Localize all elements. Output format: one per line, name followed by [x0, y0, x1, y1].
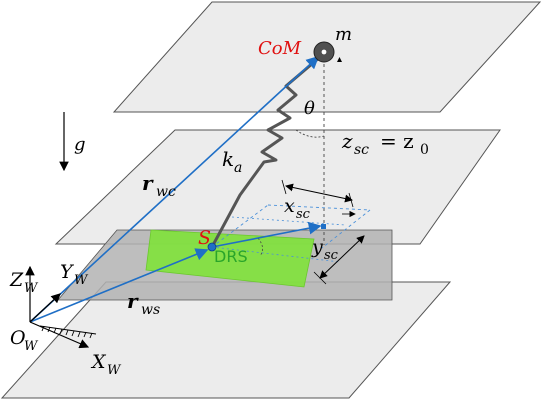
- com-mass-indicator: [337, 57, 342, 62]
- world-x-axis: [29, 321, 90, 349]
- svg-text:a: a: [234, 160, 242, 176]
- svg-text:X: X: [90, 351, 107, 373]
- o-w-label: O W: [10, 327, 39, 354]
- x-sc-tick-left: [281, 179, 287, 195]
- drs-label: DRS: [214, 247, 248, 266]
- com-mass-dot: [321, 49, 327, 55]
- world-y-axis: [29, 293, 61, 323]
- y-w-label: Y W: [60, 261, 89, 288]
- svg-text:r: r: [127, 289, 139, 313]
- svg-text:r: r: [142, 171, 154, 195]
- y-sc-label: y sc: [311, 236, 339, 263]
- svg-text:sc: sc: [296, 207, 311, 222]
- x-sc-tick-right: [348, 192, 354, 208]
- spring-leg: [210, 50, 327, 248]
- svg-text:k: k: [222, 147, 234, 171]
- svg-text:x: x: [284, 195, 295, 217]
- svg-text:Z: Z: [9, 269, 24, 291]
- r-wc-vector: [29, 55, 320, 323]
- svg-text:O: O: [10, 327, 26, 349]
- s-point-marker: [207, 242, 217, 252]
- drs-tip-marker: [321, 224, 326, 229]
- x-w-label: X W: [90, 351, 122, 378]
- svg-text:z: z: [341, 129, 353, 153]
- drs-arc: [257, 237, 263, 257]
- gravity-label: g: [74, 134, 86, 155]
- svg-text:sc: sc: [354, 142, 369, 158]
- svg-text:W: W: [107, 363, 122, 378]
- svg-text:sc: sc: [324, 248, 339, 263]
- svg-text:W: W: [24, 281, 39, 296]
- drs-vector: [211, 221, 322, 248]
- ground-hatch: [39, 325, 97, 339]
- drs-plate: [145, 229, 315, 288]
- x-sc-dimension: [285, 183, 353, 203]
- r-ws-vector: [29, 248, 209, 323]
- y-sc-dimension: [319, 235, 365, 279]
- com-label: CoM: [258, 38, 302, 59]
- svg-text:W: W: [74, 273, 89, 288]
- svg-text:ws: ws: [141, 302, 160, 318]
- y-sc-tick: [313, 271, 327, 285]
- r-ws-label: r ws: [127, 289, 160, 318]
- svg-text:0: 0: [420, 142, 429, 158]
- svg-text:Y: Y: [60, 261, 75, 283]
- svg-text:y: y: [311, 236, 323, 258]
- ka-label: k a: [222, 147, 242, 176]
- z-sc-equation: z sc = z 0: [341, 129, 429, 158]
- middle-plane: [54, 129, 501, 245]
- sc-frame-dashed-4: [231, 216, 346, 226]
- theta-label: θ: [304, 98, 315, 119]
- svg-text:= z: = z: [380, 129, 414, 153]
- s-point-label: S: [198, 227, 211, 249]
- z-w-label: Z W: [9, 269, 39, 296]
- r-wc-label: r wc: [142, 171, 176, 200]
- sc-frame-dashed-5: [211, 246, 341, 263]
- svg-text:wc: wc: [156, 184, 176, 200]
- sc-frame-dashed-2: [267, 204, 371, 211]
- svg-text:W: W: [24, 339, 39, 354]
- mass-label: m: [335, 24, 352, 45]
- x-sc-label: x sc: [284, 195, 311, 222]
- sc-frame-dashed-3: [321, 209, 371, 249]
